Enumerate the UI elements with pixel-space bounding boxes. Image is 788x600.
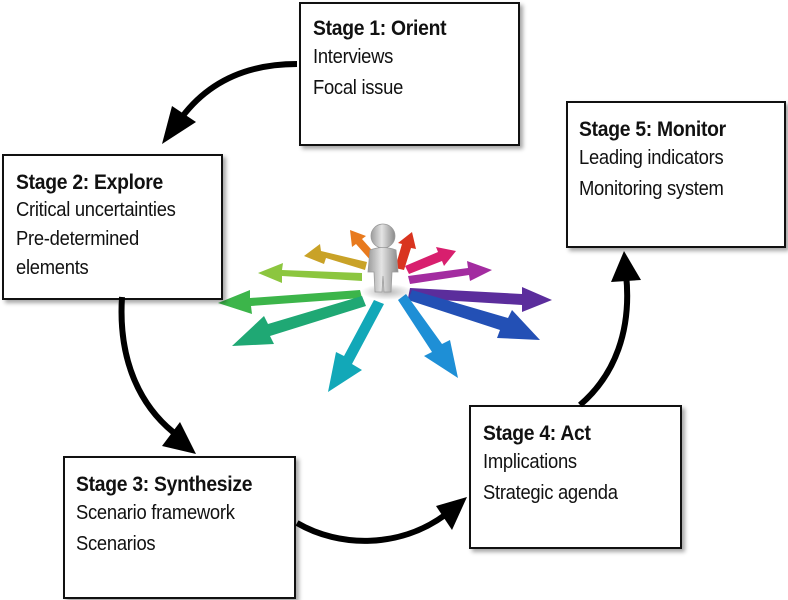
arrow-orange-red xyxy=(395,232,416,270)
stage-4-item: Implications xyxy=(483,451,577,473)
arrow-lime xyxy=(258,263,362,283)
stage-3-item: Scenario framework xyxy=(76,502,235,524)
stage-1-item: Interviews xyxy=(313,46,394,68)
arrow-teal-green xyxy=(232,296,366,346)
arrow-stage1-to-stage2 xyxy=(162,61,298,144)
arrow-stage4-to-stage5 xyxy=(578,251,641,408)
arrow-green xyxy=(218,290,362,314)
stage-5-item: Monitoring system xyxy=(579,178,724,200)
arrow-cyan xyxy=(328,300,384,392)
stage-5-box: Stage 5: Monitor Leading indicators Moni… xyxy=(566,101,786,248)
arrow-navy xyxy=(408,290,540,340)
arrow-stage2-to-stage3 xyxy=(118,296,196,454)
stage-1-box: Stage 1: Orient Interviews Focal issue xyxy=(299,2,520,146)
stage-5-title: Stage 5: Monitor xyxy=(579,118,726,141)
stage-4-box: Stage 4: Act Implications Strategic agen… xyxy=(469,405,682,549)
stage-3-item: Scenarios xyxy=(76,533,156,555)
person-figure-icon xyxy=(367,223,399,293)
stage-4-title: Stage 4: Act xyxy=(483,422,591,445)
stage-2-item: Pre-determined xyxy=(16,228,139,250)
arrow-gold xyxy=(304,244,367,270)
stage-2-title: Stage 2: Explore xyxy=(16,171,163,194)
arrow-magenta xyxy=(405,247,456,274)
stage-2-item: elements xyxy=(16,257,89,279)
stage-3-box: Stage 3: Synthesize Scenario framework S… xyxy=(63,456,296,599)
stage-1-title: Stage 1: Orient xyxy=(313,17,447,40)
stage-5-item: Leading indicators xyxy=(579,147,724,169)
stage-4-item: Strategic agenda xyxy=(483,482,618,504)
arrow-blue xyxy=(398,294,458,378)
arrow-violet xyxy=(408,287,552,312)
stage-2-item: Critical uncertainties xyxy=(16,199,176,221)
stage-1-item: Focal issue xyxy=(313,77,404,99)
stage-3-title: Stage 3: Synthesize xyxy=(76,473,253,496)
direction-arrows-icon xyxy=(218,230,552,392)
stage-2-box: Stage 2: Explore Critical uncertainties … xyxy=(2,154,223,300)
arrow-stage3-to-stage4 xyxy=(295,497,467,544)
arrow-purple-pink xyxy=(408,261,492,284)
